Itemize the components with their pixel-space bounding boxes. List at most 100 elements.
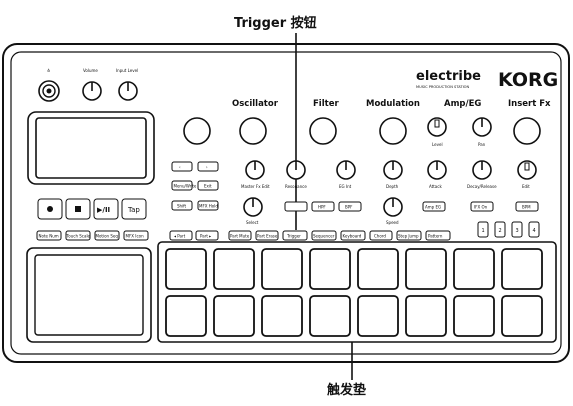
trigger-pad-9[interactable] — [165, 295, 207, 337]
decay-release-label: Decay/Release — [467, 184, 497, 189]
knob-modulation[interactable] — [379, 117, 407, 145]
tap-button[interactable]: Tap — [121, 198, 147, 220]
trigger-pad-6[interactable] — [405, 248, 447, 290]
input-level-knob[interactable] — [118, 81, 138, 101]
bpf-button[interactable]: BPF — [338, 201, 362, 212]
stop-button[interactable] — [65, 198, 91, 220]
product-name: electribe — [416, 69, 481, 84]
knob-resonance[interactable] — [286, 160, 306, 180]
knob-insert-fx[interactable] — [513, 117, 541, 145]
shift-button[interactable]: Shift — [171, 200, 193, 211]
pad-number-key-4[interactable]: 4 — [528, 221, 540, 238]
eg-int-label: EG Int — [339, 184, 352, 189]
mfx-hold-button[interactable]: MFX Hold — [197, 200, 219, 211]
part-button[interactable]: Part ▸ — [195, 230, 219, 241]
trigger-button-callout: Trigger 按钮 — [234, 15, 317, 31]
svg-text:Step Jump: Step Jump — [398, 234, 419, 239]
svg-text:Part ▸: Part ▸ — [200, 234, 211, 239]
knob-decay-release[interactable] — [472, 160, 492, 180]
trigger-pad-10[interactable] — [213, 295, 255, 337]
pattern-button[interactable]: Pattern — [425, 230, 451, 241]
trigger-pad-13[interactable] — [357, 295, 399, 337]
nav-left-button[interactable]: ‹ — [171, 161, 193, 172]
amp-eg-heading: Amp/EG — [444, 99, 481, 109]
insert-fx-heading: Insert Fx — [508, 99, 551, 109]
trigger-pad-15[interactable] — [453, 295, 495, 337]
exit-button[interactable]: Exit — [197, 180, 219, 191]
input-level-label: Input Level — [116, 68, 138, 73]
touch-scale-button[interactable]: Touch Scale — [65, 230, 91, 241]
knob-osc-1[interactable] — [183, 117, 211, 145]
volume-knob[interactable] — [82, 81, 102, 101]
pad-number-key-2[interactable]: 2 — [494, 221, 506, 238]
phones-label: ♁ — [47, 68, 50, 73]
svg-text:Note Num: Note Num — [39, 234, 59, 239]
trigger-pad-4[interactable] — [309, 248, 351, 290]
trigger-button[interactable]: Trigger — [282, 230, 308, 241]
edit-label: Edit — [522, 184, 530, 189]
svg-text:2: 2 — [499, 228, 502, 234]
knob-pan[interactable] — [472, 117, 492, 137]
keyboard-button[interactable]: Keyboard — [340, 230, 366, 241]
nav-right-button[interactable]: › — [197, 161, 219, 172]
select-label: Select — [246, 220, 259, 225]
knob-eg-int[interactable] — [336, 160, 356, 180]
svg-text:Touch Scale: Touch Scale — [66, 234, 91, 239]
knob-attack[interactable] — [427, 160, 447, 180]
trigger-pad-12[interactable] — [309, 295, 351, 337]
bass-button[interactable] — [284, 201, 308, 212]
chord-button[interactable]: Chord — [369, 230, 393, 241]
bpm-button[interactable]: BPM — [515, 201, 539, 212]
ifx-on-button[interactable]: IFX On — [470, 201, 494, 212]
trigger-pad-2[interactable] — [213, 248, 255, 290]
knob-speed[interactable] — [383, 197, 403, 217]
trigger-pad-5[interactable] — [357, 248, 399, 290]
svg-text:MFX Icon: MFX Icon — [126, 234, 145, 239]
mfx-icon-button[interactable]: MFX Icon — [123, 230, 149, 241]
knob-depth[interactable] — [383, 160, 403, 180]
svg-text:Part Erase: Part Erase — [257, 234, 278, 239]
motion-seq-button[interactable]: Motion Seq — [94, 230, 120, 241]
knob-osc-2[interactable] — [239, 117, 267, 145]
sequencer-button[interactable]: Sequencer — [311, 230, 337, 241]
trigger-pad-16[interactable] — [501, 295, 543, 337]
svg-text:Chord: Chord — [374, 234, 386, 239]
svg-text:Exit: Exit — [204, 184, 212, 189]
record-button[interactable] — [37, 198, 63, 220]
amp-eg-button[interactable]: Amp EG — [422, 201, 446, 212]
menu-write-button[interactable]: Menu/Write — [171, 180, 197, 191]
svg-text:◂ Part: ◂ Part — [174, 234, 186, 239]
trigger-pad-3[interactable] — [261, 248, 303, 290]
knob-select[interactable] — [243, 197, 263, 217]
touch-pad[interactable] — [34, 254, 144, 336]
svg-text:Sequencer: Sequencer — [313, 234, 335, 239]
play-pause-button[interactable]: ▶/II — [93, 198, 119, 220]
trigger-pad-1[interactable] — [165, 248, 207, 290]
pad-number-key-3[interactable]: 3 — [511, 221, 523, 238]
trigger-pad-11[interactable] — [261, 295, 303, 337]
svg-text:BPF: BPF — [345, 205, 353, 210]
trigger-pad-14[interactable] — [405, 295, 447, 337]
trigger-pad-8[interactable] — [501, 248, 543, 290]
pan-label: Pan — [478, 142, 486, 147]
svg-text:Tap: Tap — [127, 206, 140, 214]
headphone-jack-icon — [38, 80, 60, 102]
knob-filter[interactable] — [309, 117, 337, 145]
knob-master-fx-edit[interactable] — [245, 160, 265, 180]
step-edit-button[interactable]: ◂ Part — [169, 230, 193, 241]
part-mute-button[interactable]: Part Mute — [228, 230, 252, 241]
knob-edit[interactable] — [517, 160, 537, 180]
trigger-pad-7[interactable] — [453, 248, 495, 290]
svg-text:HPF: HPF — [318, 205, 326, 210]
korg-logo: KORG — [498, 69, 558, 91]
knob-level[interactable] — [427, 117, 447, 137]
note-num-button[interactable]: Note Num — [36, 230, 62, 241]
step-jump-button[interactable]: Step Jump — [396, 230, 422, 241]
part-erase-button[interactable]: Part Erase — [255, 230, 279, 241]
pad-number-key-1[interactable]: 1 — [477, 221, 489, 238]
hpf-button[interactable]: HPF — [311, 201, 335, 212]
speed-label: Speed — [386, 220, 399, 225]
svg-text:Motion Seq: Motion Seq — [96, 234, 119, 239]
